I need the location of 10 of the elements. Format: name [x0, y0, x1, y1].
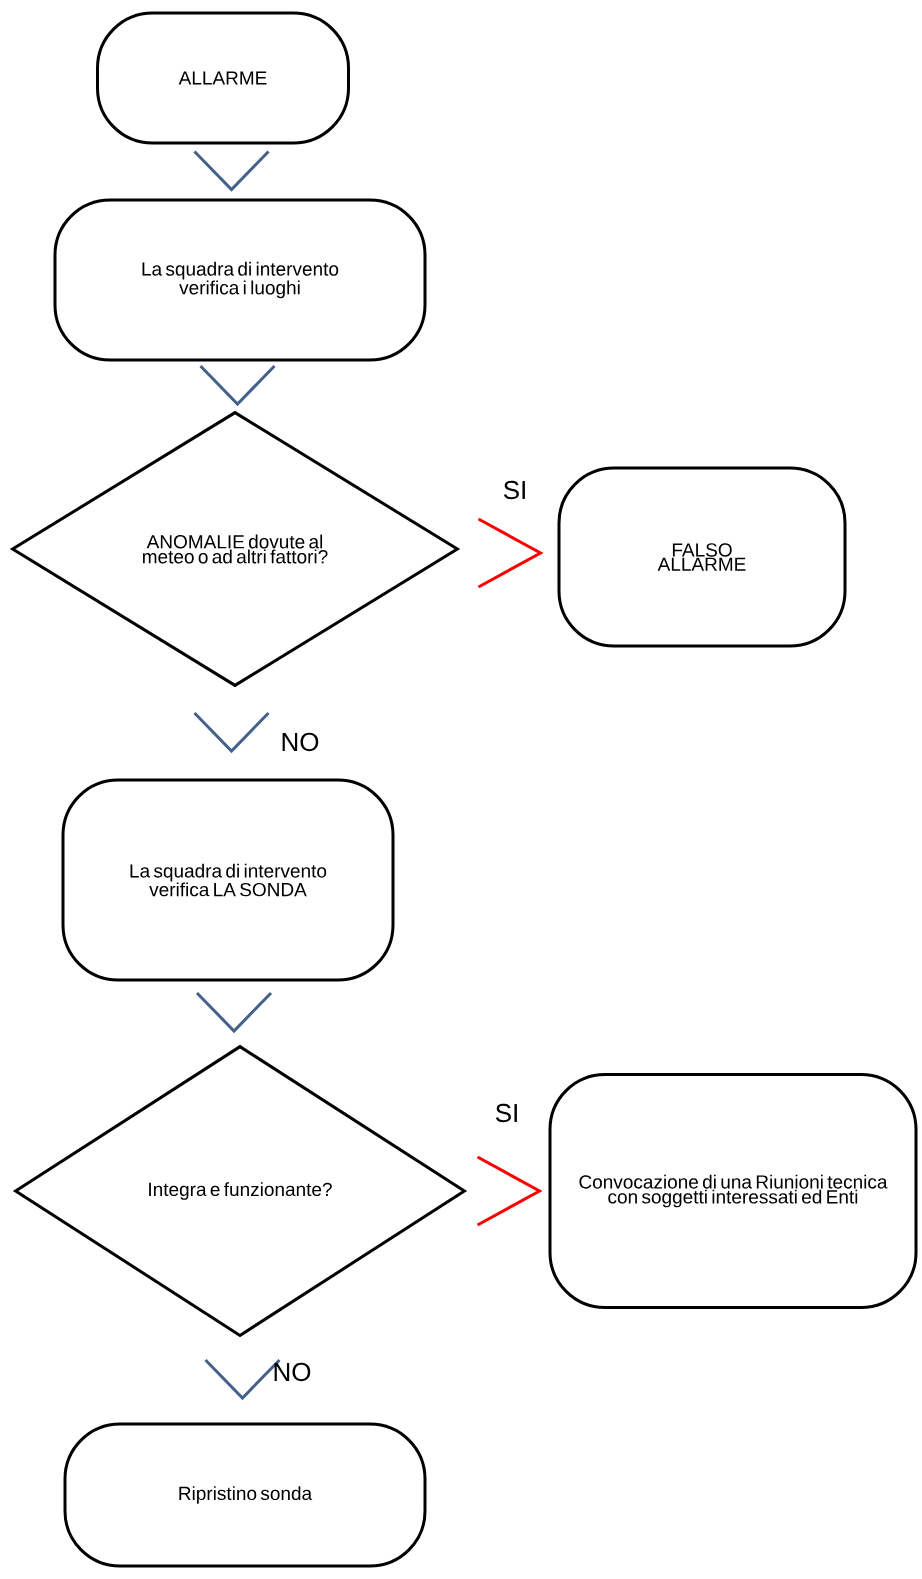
edge-label: NO: [274, 1362, 311, 1382]
edge-label: SI: [503, 480, 525, 500]
edge-label: NO: [282, 732, 319, 752]
process-box: La squadra di intervento verifica LA SONDA: [61, 778, 395, 982]
process-box: FALSO ALLARME: [557, 466, 847, 648]
process-box: La squadra di intervento verifica i luoghi: [53, 198, 427, 362]
process-box: ALLARME: [96, 11, 350, 145]
edge-label: SI: [495, 1103, 517, 1123]
process-box: Ripristino sonda: [63, 1422, 427, 1568]
process-box: Convocazione di una Riunioni tecnica con soggetti interessati ed Enti: [548, 1073, 918, 1309]
